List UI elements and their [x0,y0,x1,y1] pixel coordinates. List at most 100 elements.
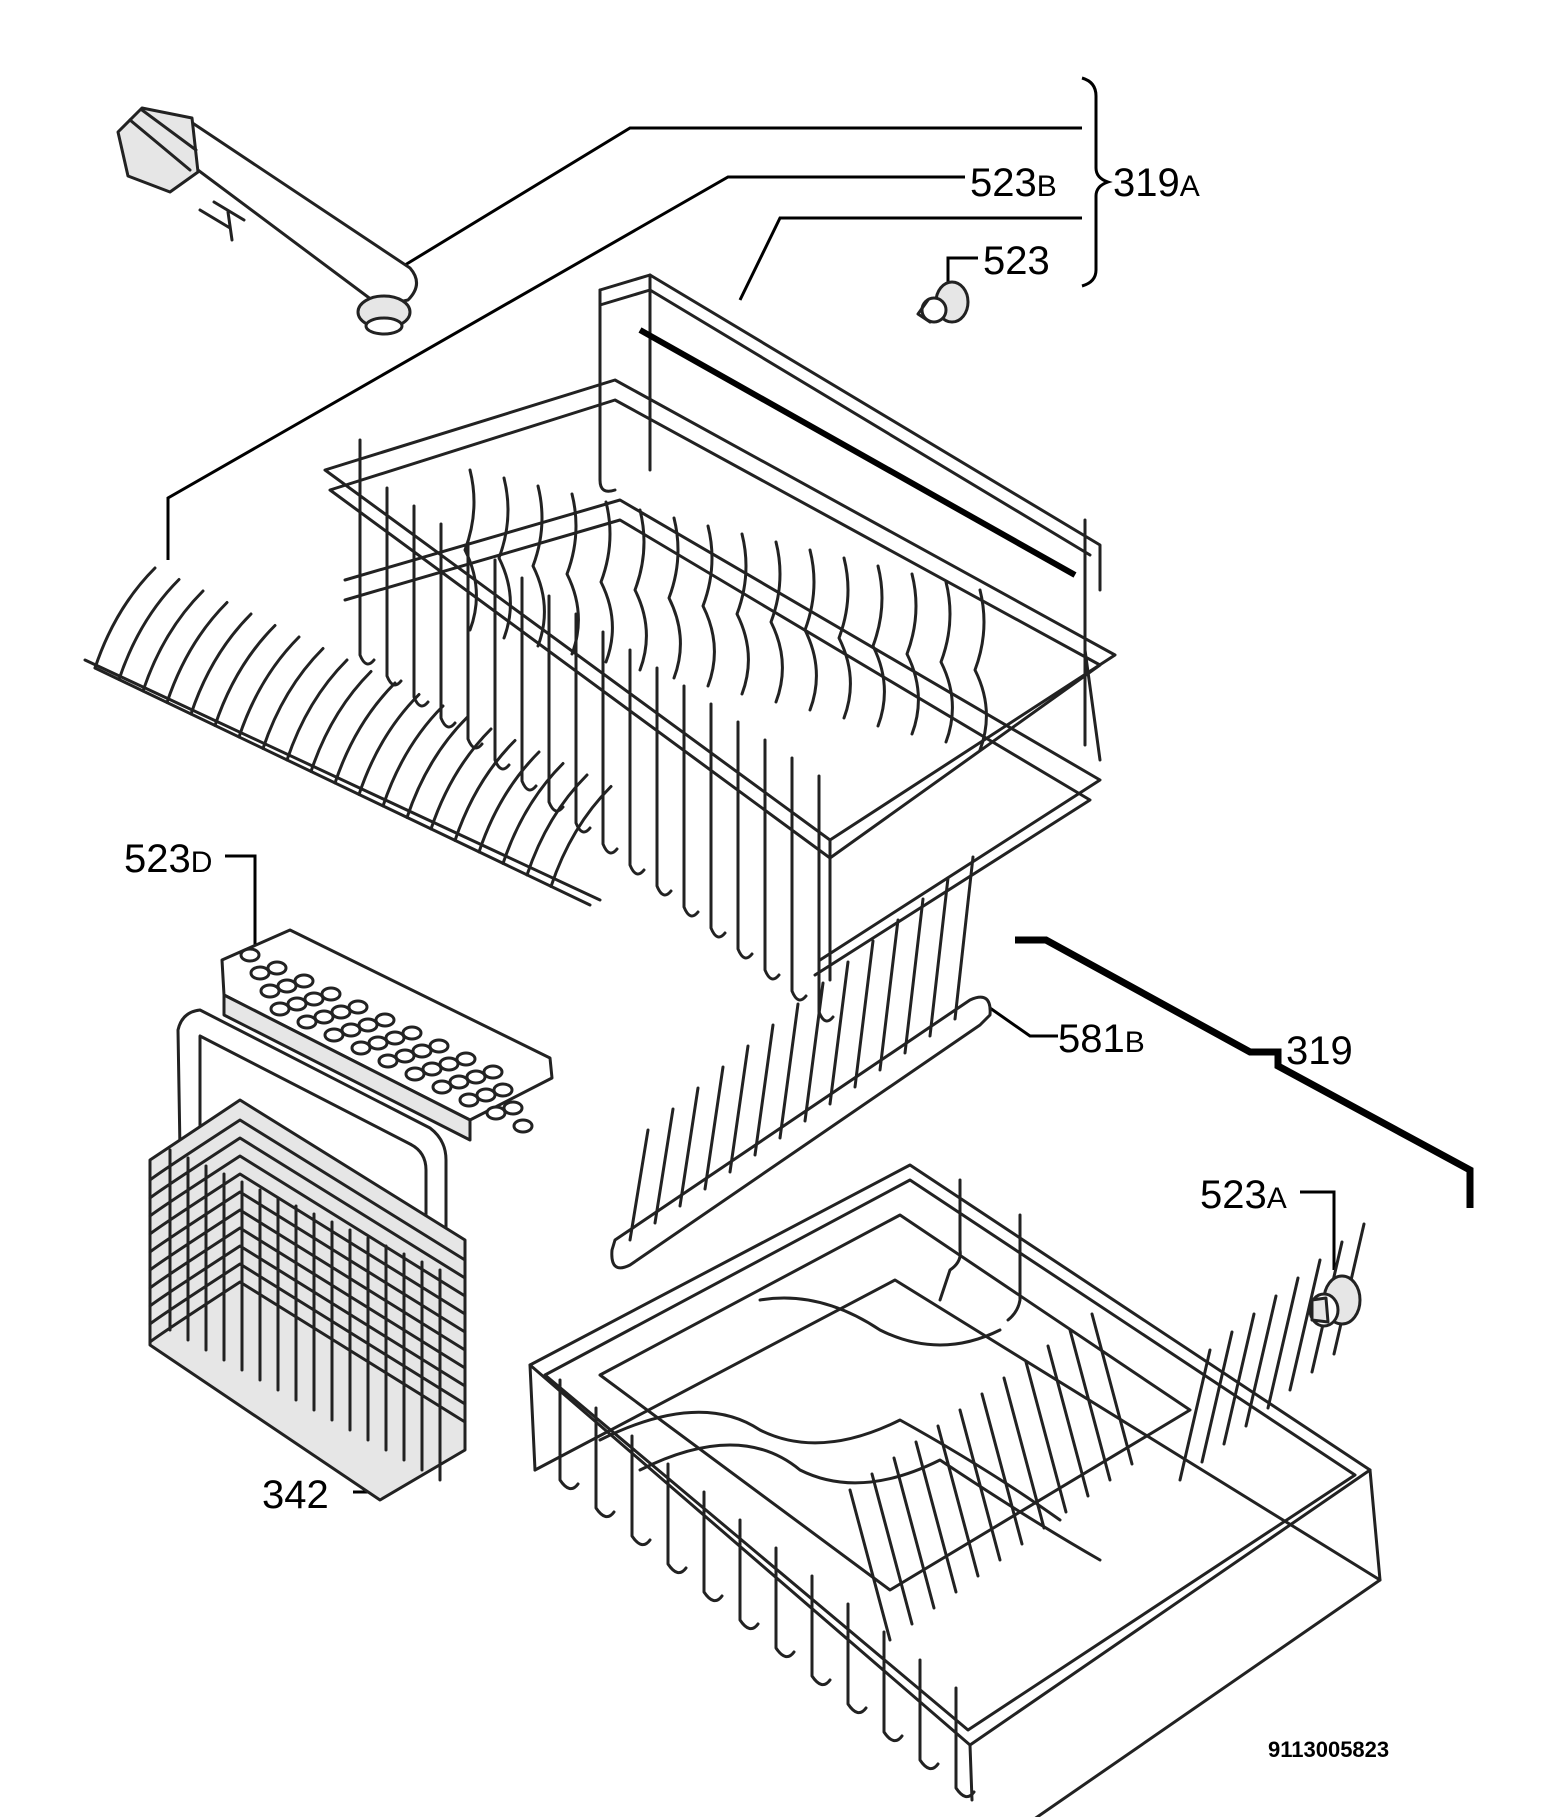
tine [357,693,421,796]
leader-523A [1300,1190,1336,1270]
lower-front-bar [918,1658,940,1771]
inner-tine [973,588,988,752]
tine [477,750,541,854]
holder-hole [293,973,315,989]
lower-tine [1068,1328,1112,1482]
bracket-319A [1081,76,1113,288]
leader-lines [166,76,1474,1494]
bracket-319 [1015,936,1474,1208]
label-523D: 523D [124,837,212,881]
basket-layer [148,1118,467,1262]
clip-523 [916,280,970,324]
lower-front-bar [594,1406,616,1519]
holder-hole [323,1027,345,1043]
basket-layer [148,1154,467,1298]
inner-tine [497,476,512,640]
tine [525,773,589,877]
leader-spray-arm [404,126,1082,267]
tine-581 [953,855,975,1021]
basket-layer [148,1190,467,1334]
lower-tine [1266,1276,1300,1410]
lower-tine [892,1456,936,1610]
tine [141,589,205,693]
lower-front-bar [630,1434,652,1547]
holder-hole [458,1092,480,1108]
front-bar [601,630,619,855]
lower-tine [1046,1344,1090,1498]
holder-hole [313,1009,335,1025]
inner-tine [565,492,580,656]
front-bar [655,666,673,897]
leader-581B [989,1006,1058,1038]
holder-hole [431,1079,453,1095]
tine [213,624,277,727]
upper-basket [323,273,1117,1023]
inner-tine [667,516,682,680]
holder-hole [286,996,308,1012]
basket-layer [148,1208,467,1352]
cutlery-holder-523D [220,928,554,1142]
lower-front-bar [810,1574,832,1687]
front-bar [439,522,457,729]
holder-hole [357,1017,379,1033]
tine-581 [653,1107,675,1225]
tine-581 [828,960,850,1106]
holder-hole [411,1043,433,1059]
wheel-523A [1308,1274,1362,1328]
lower-tine [980,1392,1024,1546]
label-523: 523 [983,239,1050,283]
inner-tine [871,564,886,728]
front-bar [547,594,565,813]
lower-tine [870,1472,914,1626]
tine-581 [803,981,825,1123]
inner-tine [939,580,954,744]
lower-tine [958,1408,1002,1562]
inner-tine [735,532,750,696]
lower-tine [1090,1312,1134,1466]
label-319: 319 [1286,1029,1353,1073]
tine [237,635,301,739]
front-bar [466,540,484,750]
inner-tine [531,484,546,648]
front-bar [358,468,376,666]
front-bar [574,612,592,834]
lower-tine [1024,1360,1068,1514]
tine [309,670,373,773]
holder-hole [502,1100,524,1116]
lower-basket [528,1163,1382,1817]
front-bar [709,702,727,939]
lower-tine [1288,1258,1322,1392]
label-342: 342 [262,1473,329,1517]
lower-front-bar [846,1602,868,1715]
holder-hole [330,1004,352,1020]
tine [429,727,493,831]
basket-layer [148,1172,467,1316]
leader-523D [225,854,257,950]
holder-hole [367,1035,389,1051]
inner-tine [463,468,478,632]
tine [501,762,565,865]
inner-tine [905,572,920,736]
tine [165,601,229,704]
holder-hole [401,1025,423,1041]
tine-581 [703,1065,725,1191]
tine-581 [853,939,875,1089]
front-bar [385,486,403,687]
holder-hole [269,1001,291,1017]
lower-front-bar [666,1462,688,1575]
tine [189,612,253,716]
front-bar [520,576,538,792]
tine-581 [678,1086,700,1208]
tine-row-581B [610,855,992,1270]
lower-tine [1244,1294,1278,1428]
tine [333,681,397,785]
holder-hole [512,1118,534,1134]
basket-layer [148,1226,467,1370]
front-bar [682,684,700,918]
label-319A: 319A [1113,161,1200,205]
leader-523 [946,256,978,282]
holder-hole [438,1056,460,1072]
leader-upper-basket [738,216,1082,301]
holder-hole [448,1074,470,1090]
